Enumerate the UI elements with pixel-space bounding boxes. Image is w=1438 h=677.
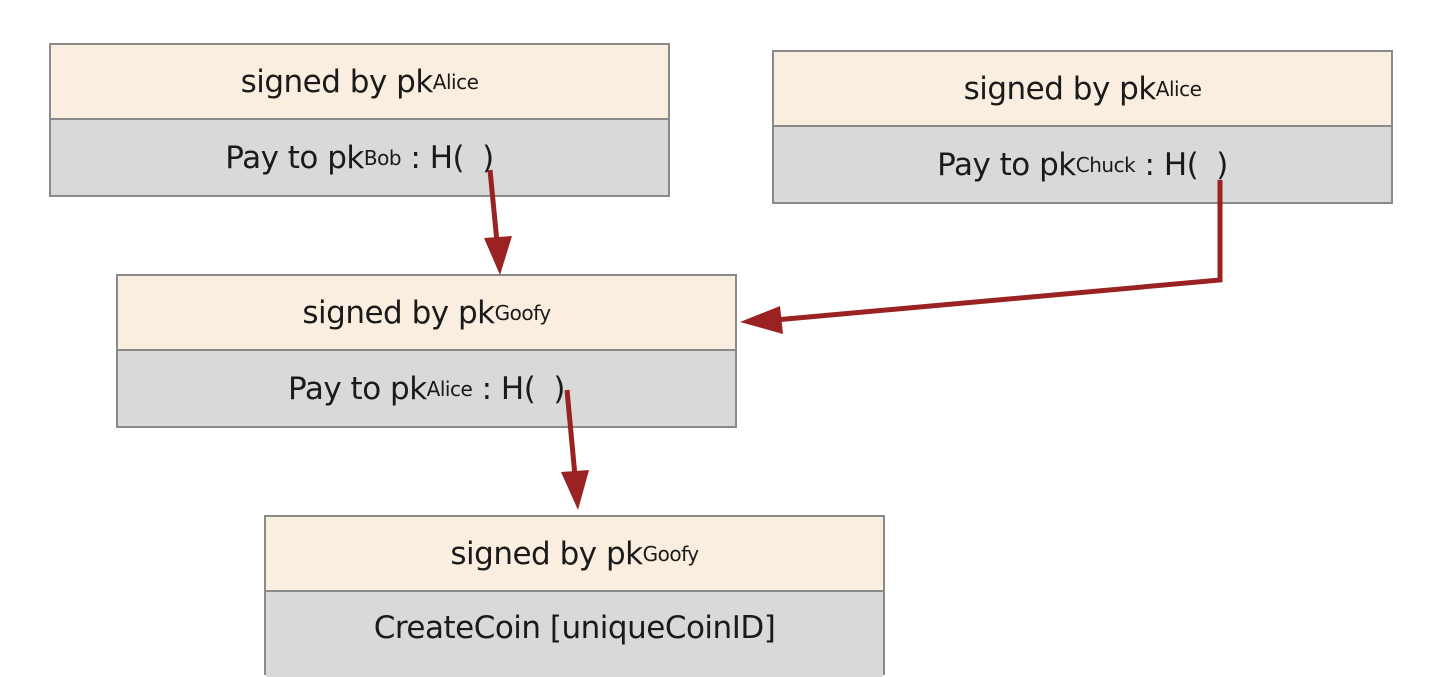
hash-close: ) bbox=[482, 139, 494, 176]
signer-subscript: Goofy bbox=[494, 300, 552, 325]
hash-close: ) bbox=[553, 370, 565, 407]
hash-label: : H( bbox=[410, 139, 465, 176]
signed-label: signed by pk bbox=[240, 63, 434, 100]
pay-label: Pay to pk bbox=[225, 139, 364, 176]
hash-label: : H( bbox=[1144, 146, 1199, 183]
signed-label: signed by pk bbox=[302, 294, 495, 331]
payee-subscript: Chuck bbox=[1075, 152, 1136, 177]
payee-subscript: Alice bbox=[426, 376, 473, 401]
signer-subscript: Alice bbox=[432, 69, 479, 94]
hash-close: ) bbox=[1216, 146, 1228, 183]
payee-subscript: Bob bbox=[363, 145, 402, 170]
arrow-chuck-to-goofy bbox=[774, 180, 1223, 323]
pay-label: Pay to pk bbox=[288, 370, 427, 407]
arrowhead-icon bbox=[561, 470, 589, 510]
arrowhead-icon bbox=[740, 306, 783, 334]
arrow-bob-to-goofy bbox=[487, 169, 500, 243]
signer-subscript: Goofy bbox=[642, 541, 700, 566]
pay-label: Pay to pk bbox=[937, 146, 1076, 183]
signer-subscript: Alice bbox=[1155, 76, 1202, 101]
signed-label: signed by pk bbox=[450, 535, 643, 572]
create-coin-label: CreateCoin [uniqueCoinID] bbox=[373, 610, 776, 646]
arrowhead-icon bbox=[484, 236, 512, 275]
arrow-alice-to-create bbox=[564, 389, 578, 477]
hash-label: : H( bbox=[481, 370, 536, 407]
arrows-layer bbox=[484, 169, 1223, 510]
signed-label: signed by pk bbox=[963, 70, 1157, 107]
